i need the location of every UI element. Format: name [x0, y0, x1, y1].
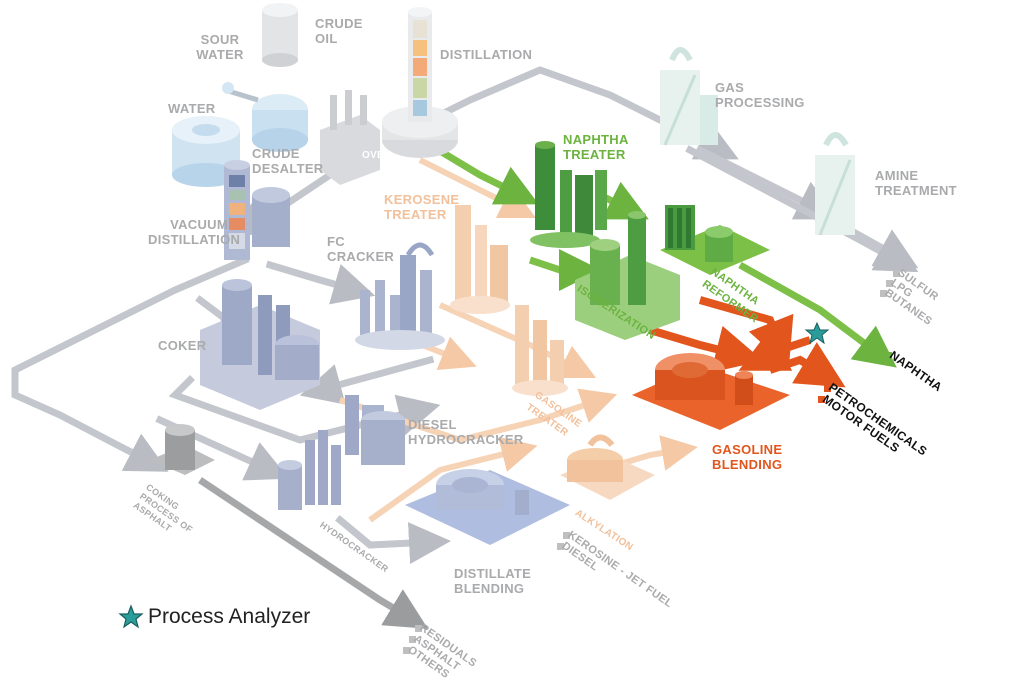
dark-grey-flow-line [198, 477, 429, 629]
naphtha-treater-unit [530, 141, 607, 248]
orange-flow-lines [648, 296, 846, 388]
diesel-hydrocracker-unit [345, 395, 405, 465]
fc-cracker-unit [355, 242, 445, 350]
isomerization-unit [575, 211, 680, 340]
legend: Process Analyzer [118, 604, 310, 630]
output-bullets [403, 270, 900, 654]
oven-furnace [320, 90, 380, 185]
label-crude-desalter: CRUDE DESALTER [252, 146, 324, 176]
label-kerosene-treater: KEROSENE TREATER [384, 192, 460, 222]
water-tank [172, 116, 240, 187]
amine-treatment-unit [815, 132, 855, 236]
distillation-tower [382, 7, 458, 158]
crude-oil-tank [262, 3, 298, 67]
label-naphtha-treater: NAPHTHA TREATER [563, 132, 629, 162]
naphtha-reformer-unit [660, 205, 770, 275]
label-amine-treatment: AMINE TREATMENT [875, 168, 957, 198]
vacuum-distillation-unit [224, 160, 290, 260]
label-sour-water: SOUR WATER [196, 32, 244, 62]
label-fc-cracker: FC CRACKER [327, 234, 395, 264]
gas-processing-unit [660, 47, 718, 146]
distillate-blending-unit [405, 469, 570, 545]
label-gas-processing: GAS PROCESSING [715, 80, 805, 110]
coking-asphalt-unit [150, 424, 215, 475]
crude-desalter [222, 82, 308, 152]
process-analyzer-star-icon [804, 321, 830, 345]
legend-text: Process Analyzer [148, 605, 311, 628]
kerosene-treater-unit [450, 205, 510, 314]
label-crude-oil: CRUDE OIL [315, 16, 363, 46]
label-vacuum-distillation: VACUUM DISTILLATION [148, 217, 241, 247]
label-oven: OVEN [362, 150, 392, 161]
label-coker: COKER [158, 338, 207, 353]
label-distillation: DISTILLATION [440, 47, 533, 62]
label-water: WATER [168, 101, 216, 116]
label-diesel-hydrocracker: DIESEL HYDROCRACKER [408, 417, 524, 447]
label-distillate-blending: DISTILLATE BLENDING [454, 566, 532, 596]
gasoline-treater-unit [512, 305, 568, 396]
alkylation-unit [560, 434, 655, 500]
hydrocracker-unit [278, 430, 341, 510]
gasoline-blending-unit [632, 353, 790, 430]
coker-unit [200, 279, 320, 410]
label-gasoline-blending: GASOLINE BLENDING [712, 442, 783, 472]
star-icon [118, 604, 144, 629]
